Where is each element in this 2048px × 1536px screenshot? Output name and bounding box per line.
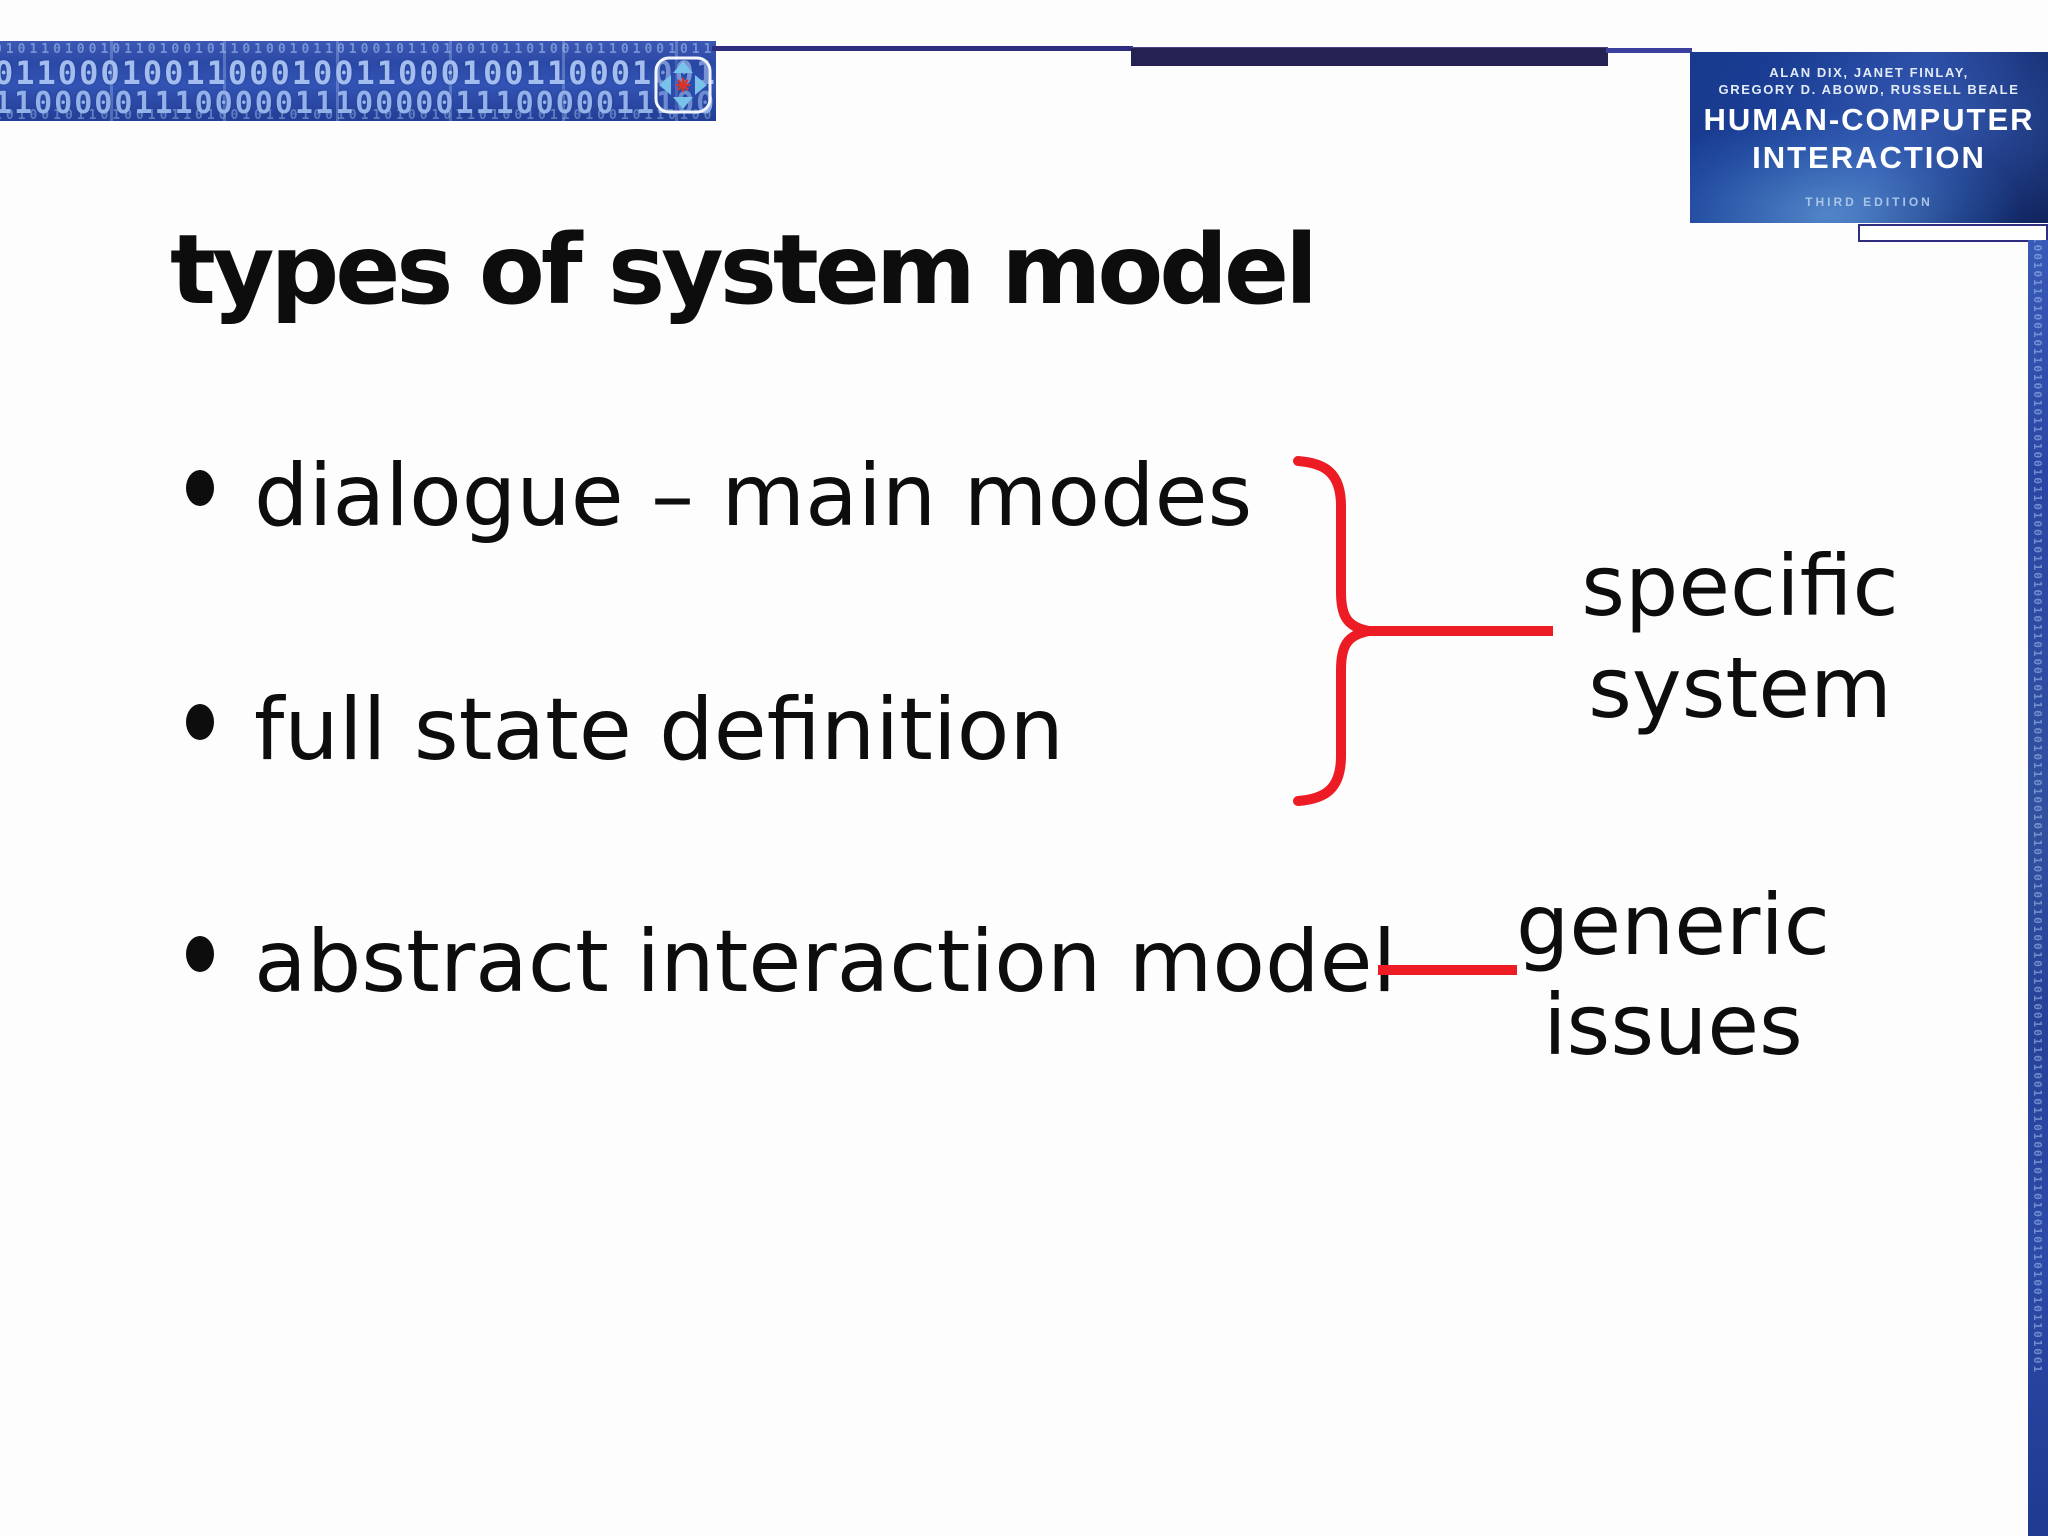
annotation-line: system — [1588, 639, 1892, 737]
top-rule-thin-right — [1606, 48, 1692, 53]
book-authors-line2: GREGORY D. ABOWD, RUSSELL BEALE — [1718, 82, 2020, 97]
bullet-item-full-state: full state definition — [186, 676, 1064, 784]
book-authors-line1: ALAN DIX, JANET FINLAY, — [1769, 65, 1969, 80]
bullet-dot — [186, 470, 214, 506]
right-strip-binary-text: 1001011010010110100101101001011010010110… — [2031, 240, 2044, 1375]
book-title-line2: INTERACTION — [1752, 140, 1986, 175]
book-cover: ALAN DIX, JANET FINLAY, GREGORY D. ABOWD… — [1690, 52, 2048, 223]
bullet-item-dialogue: dialogue – main modes — [186, 442, 1252, 550]
annotation-line: generic — [1516, 876, 1830, 974]
annotation-line: issues — [1543, 976, 1803, 1074]
annotation-specific-system: specific system — [1540, 535, 1940, 739]
book-edition: THIRD EDITION — [1805, 195, 1933, 209]
bullet-label: full state definition — [254, 680, 1064, 780]
binary-row-2: 1100000111000001110000011100000111000001… — [0, 86, 716, 121]
bullet-dot — [186, 936, 214, 972]
bullet-dot — [186, 704, 214, 740]
right-binary-strip: 1001011010010110100101101001011010010110… — [2028, 240, 2048, 1536]
slide-title: types of system model — [170, 214, 1318, 326]
annotation-generic-issues: generic issues — [1473, 875, 1873, 1075]
bullet-label: abstract interaction model — [254, 912, 1397, 1012]
red-curly-brace — [1293, 456, 1371, 806]
bullet-label: dialogue – main modes — [254, 446, 1253, 546]
binary-row-faint-bottom: 1010010110100101101001011010010110100101… — [0, 108, 716, 121]
top-rule-thin-left — [712, 46, 1133, 51]
binary-row-1: 0110001001100010011000100110001001100010… — [0, 54, 716, 92]
cover-bottom-tab — [1858, 224, 2048, 242]
bullet-item-abstract-model: abstract interaction model — [186, 908, 1396, 1016]
top-rule-thick — [1131, 47, 1608, 66]
annotation-line: specific — [1581, 537, 1899, 635]
binary-row-faint-top: 0101101001011010010110100101101001011010… — [0, 42, 716, 57]
binary-banner: 0101101001011010010110100101101001011010… — [0, 41, 716, 121]
move-arrows-icon — [653, 55, 713, 115]
book-title-line1: HUMAN-COMPUTER — [1703, 102, 2035, 137]
